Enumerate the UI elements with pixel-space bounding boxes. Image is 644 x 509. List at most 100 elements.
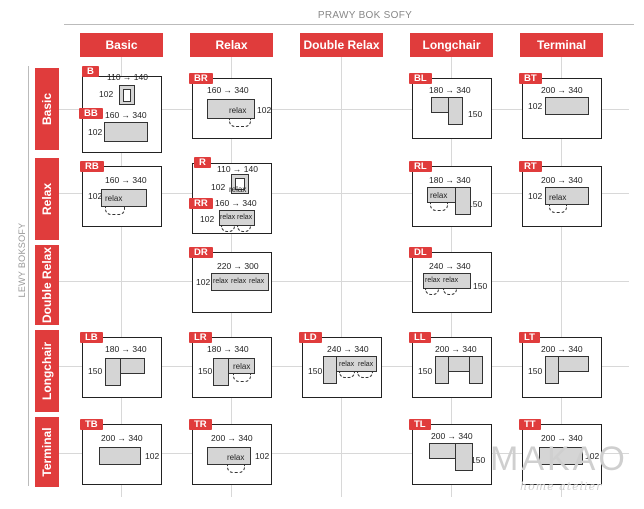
module-cell-ll[interactable]: 200 → 340 150 — [412, 337, 492, 398]
grid-line — [561, 57, 562, 497]
depth-value: 150 — [468, 109, 483, 119]
sofa-shape — [104, 122, 148, 142]
depth-value: 102 — [255, 451, 270, 461]
relax-extension — [549, 205, 567, 213]
module-cell-dr[interactable]: 220 → 300 102 relax relax relax — [192, 252, 272, 313]
depth-value: 150 — [418, 366, 433, 376]
chaise-shape — [455, 443, 473, 471]
module-cell-tl[interactable]: 200 → 340 150 — [412, 424, 492, 485]
module-cell-tb[interactable]: 200 → 340 102 — [82, 424, 162, 485]
width-range: 200 → 340 — [541, 344, 583, 354]
relax-label: relax — [549, 193, 567, 202]
module-cell-bt[interactable]: 200 → 340 102 — [522, 78, 602, 139]
relax-label: relax — [220, 214, 236, 221]
relax-extension — [105, 207, 125, 215]
module-cell-dl[interactable]: 240 → 340 150 relax relax — [412, 252, 492, 313]
column-header-double-relax: Double Relax — [300, 33, 383, 57]
depth-value: 150 — [528, 366, 543, 376]
module-tag: RR — [189, 198, 213, 209]
relax-label: relax — [233, 362, 251, 371]
module-tag: LT — [519, 332, 540, 343]
module-tag: TB — [80, 419, 103, 430]
sofa-shape — [207, 447, 251, 465]
depth-value: 102 — [99, 89, 114, 99]
column-header-longchair: Longchair — [410, 33, 493, 57]
relax-extension — [227, 465, 245, 473]
module-tag: RT — [519, 161, 542, 172]
width-range: 220 → 300 — [217, 261, 259, 271]
width-range: 110 → 140 — [217, 164, 258, 174]
brand-logo: MAKAO home atelier — [490, 440, 640, 500]
relax-extension — [443, 289, 457, 295]
depth-value: 150 — [468, 199, 483, 209]
depth-value: 150 — [88, 366, 103, 376]
width-range: 110 → 140 — [107, 72, 148, 82]
module-tag: R — [194, 157, 211, 168]
depth-value: 102 — [528, 101, 543, 111]
module-tag: TT — [519, 419, 541, 430]
right-side-caption: PRAWY BOK SOFY — [317, 10, 413, 21]
module-tag: LD — [299, 332, 322, 343]
module-cell-br[interactable]: 160 → 340 102 relax — [192, 78, 272, 139]
width-range: 200 → 340 — [541, 175, 583, 185]
width-range: 240 → 340 — [327, 344, 369, 354]
relax-extension — [229, 119, 251, 127]
sofa-shape — [545, 97, 589, 115]
depth-value: 102 — [145, 451, 160, 461]
chaise-shape — [469, 356, 483, 384]
row-header-label: Double Relax — [40, 246, 54, 324]
depth-value: 102 — [211, 182, 226, 192]
chaise-shape — [545, 356, 559, 384]
depth-value: 102 — [196, 277, 211, 287]
row-header-label: Terminal — [40, 427, 54, 477]
width-range: 200 → 340 — [101, 433, 143, 443]
grid-line — [341, 57, 342, 497]
width-range: 160 → 340 — [105, 110, 147, 120]
width-range: 200 → 340 — [431, 431, 473, 441]
width-range: 200 → 340 — [541, 433, 583, 443]
sofa-shape — [211, 273, 269, 291]
sofa-shape — [101, 189, 147, 207]
side-divider — [28, 66, 29, 486]
width-range: 180 → 340 — [105, 344, 147, 354]
relax-extension — [237, 226, 251, 232]
width-range: 240 → 340 — [429, 261, 471, 271]
row-header-basic: Basic — [35, 68, 59, 150]
relax-label: relax — [237, 214, 253, 221]
relax-label: relax — [229, 106, 247, 115]
module-tag: TR — [189, 419, 212, 430]
width-range: 200 → 340 — [435, 344, 477, 354]
depth-value: 150 — [473, 281, 488, 291]
module-cell-bl[interactable]: 180 → 340 150 — [412, 78, 492, 139]
relax-label: relax — [105, 194, 123, 203]
chaise-shape — [323, 356, 337, 384]
row-header-longchair: Longchair — [35, 330, 59, 412]
module-cell-rl[interactable]: 180 → 340 150 relax — [412, 166, 492, 227]
module-tag: RB — [80, 161, 104, 172]
width-range: 160 → 340 — [207, 85, 249, 95]
module-cell-tt[interactable]: 200 → 340 102 — [522, 424, 602, 485]
relax-label: relax — [425, 277, 441, 284]
row-header-label: Longchair — [40, 341, 54, 401]
chaise-shape — [448, 97, 463, 125]
relax-extension — [221, 226, 235, 232]
module-tag: DL — [409, 247, 432, 258]
module-cell-r-rr[interactable]: 110 → 140 102 relax 160 → 340 102 relax … — [192, 163, 272, 234]
module-cell-lr[interactable]: 180 → 340 150 relax — [192, 337, 272, 398]
relax-label: relax — [339, 361, 355, 368]
module-cell-lt[interactable]: 200 → 340 150 — [522, 337, 602, 398]
module-cell-rb[interactable]: 160 → 340 102 relax — [82, 166, 162, 227]
relax-extension — [339, 372, 355, 378]
module-cell-tr[interactable]: 200 → 340 102 relax — [192, 424, 272, 485]
grid-line — [121, 57, 122, 497]
module-cell-ld[interactable]: 240 → 340 150 relax relax — [302, 337, 382, 398]
logo-tagline: home atelier — [520, 480, 603, 493]
module-cell-lb[interactable]: 180 → 340 150 — [82, 337, 162, 398]
sofa-shape — [207, 99, 255, 119]
depth-value: 102 — [88, 191, 103, 201]
module-cell-rt[interactable]: 200 → 340 102 relax — [522, 166, 602, 227]
relax-extension — [233, 374, 251, 382]
sofa-shape — [231, 174, 249, 194]
relax-label: relax — [430, 191, 448, 200]
chaise-shape — [105, 358, 121, 386]
